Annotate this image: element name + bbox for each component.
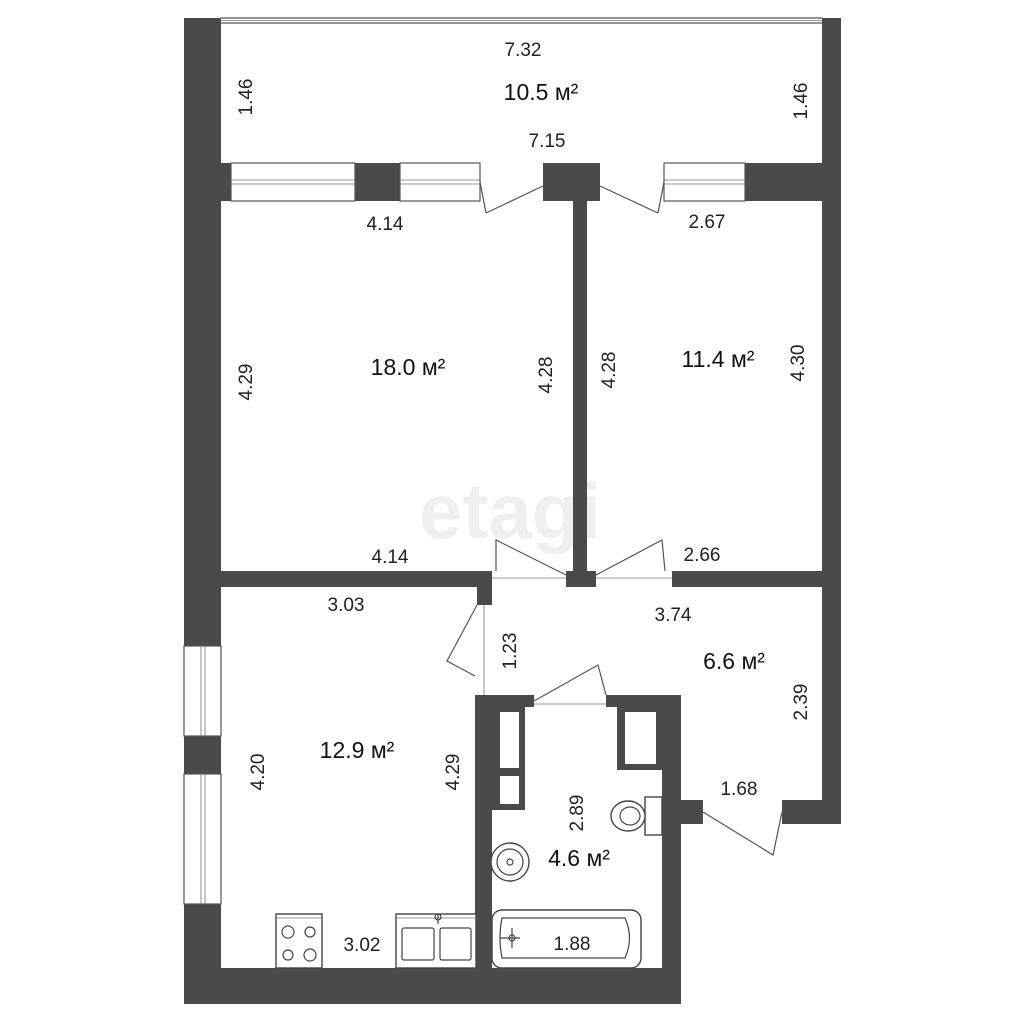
dim-balcony-left: 1.46 xyxy=(236,79,257,116)
watermark-logo: etagi xyxy=(419,467,601,555)
window-kitchen-upper xyxy=(183,645,222,737)
room-areas: 10.5 м² 18.0 м² 11.4 м² 12.9 м² 6.6 м² 4… xyxy=(320,79,766,871)
dim-kitchen-bottom: 3.02 xyxy=(344,935,381,956)
wall-balcony-left-stub xyxy=(221,163,231,201)
wall-left-pier xyxy=(184,736,221,774)
windows xyxy=(183,162,746,905)
area-bathroom: 4.6 м² xyxy=(548,845,610,871)
wall-bath-top-right xyxy=(606,695,662,707)
dim-hall-top: 3.74 xyxy=(655,605,692,626)
dim-small-bottom: 2.66 xyxy=(684,545,721,566)
kitchen-sink-icon xyxy=(395,913,477,969)
door-balcony-small xyxy=(599,185,659,214)
door-entrance xyxy=(702,811,783,856)
dim-big-right: 4.28 xyxy=(536,357,557,394)
walls xyxy=(184,18,841,1004)
wall-room-partition xyxy=(573,201,587,571)
dimensions: 7.32 1.46 1.46 7.15 4.14 4.29 4.28 4.14 … xyxy=(236,40,812,956)
dim-small-left: 4.28 xyxy=(599,352,620,389)
duct-void-1 xyxy=(500,712,519,768)
window-big-room-right xyxy=(399,162,481,202)
stove-icon xyxy=(275,913,323,969)
area-hall: 6.6 м² xyxy=(703,648,765,674)
dim-hall-bottom: 1.68 xyxy=(721,779,758,800)
dim-hall-left: 1.23 xyxy=(500,633,521,670)
stove xyxy=(275,913,323,969)
area-kitchen: 12.9 м² xyxy=(320,737,395,763)
wall-bath-top-left xyxy=(492,695,534,707)
doors xyxy=(446,181,783,856)
wall-right-upper xyxy=(822,18,841,805)
dim-bath-tub: 1.88 xyxy=(554,934,591,955)
dim-kitchen-left: 4.20 xyxy=(248,754,269,791)
balcony-railing xyxy=(221,17,822,24)
duct-void-2 xyxy=(500,776,519,804)
dim-balcony-right: 1.46 xyxy=(791,83,812,120)
wall-balcony-pier-1 xyxy=(355,163,400,201)
dim-big-left: 4.29 xyxy=(236,364,257,401)
door-kitchen xyxy=(446,604,478,677)
window-small-room xyxy=(663,162,746,202)
dim-kitchen-top: 3.03 xyxy=(328,595,365,616)
toilet-tank xyxy=(644,796,663,836)
area-big-room: 18.0 м² xyxy=(371,354,446,380)
window-kitchen-lower xyxy=(183,773,222,905)
dim-small-right: 4.30 xyxy=(788,345,809,382)
door-big-room xyxy=(495,539,567,576)
dim-big-top: 4.14 xyxy=(367,214,404,235)
dim-balcony-bottom: 7.15 xyxy=(529,131,566,152)
wall-mid-right xyxy=(672,571,822,587)
dim-bath-side: 2.89 xyxy=(567,795,588,832)
area-small-room: 11.4 м² xyxy=(682,346,755,372)
wall-left-upper xyxy=(184,18,221,646)
dim-kitchen-right: 4.29 xyxy=(443,754,464,791)
washbasin xyxy=(490,842,530,882)
door-bathroom xyxy=(533,664,607,702)
dim-small-top: 2.67 xyxy=(689,212,726,233)
duct-void-3 xyxy=(625,712,656,764)
wall-kitchen-bath xyxy=(475,695,492,968)
wall-right-step xyxy=(782,800,841,824)
wall-door-jamb xyxy=(681,800,703,824)
dim-hall-right: 2.39 xyxy=(791,684,812,721)
toilet xyxy=(610,796,663,836)
bathtub xyxy=(491,909,642,969)
kitchen-sink xyxy=(395,913,477,969)
door-balcony-big xyxy=(485,185,544,214)
dim-big-bottom: 4.14 xyxy=(372,547,409,568)
wall-bottom xyxy=(184,968,681,1004)
wall-mid-left xyxy=(221,571,492,587)
bathtub-icon xyxy=(491,909,642,969)
wall-balcony-pier-2 xyxy=(543,163,600,201)
dim-balcony-top: 7.32 xyxy=(505,40,542,61)
wall-bath-right xyxy=(662,695,681,1004)
window-big-room-left xyxy=(230,162,356,202)
wall-mid-pier xyxy=(566,571,596,587)
wall-balcony-right-stub xyxy=(745,163,822,201)
door-small-room xyxy=(595,539,666,576)
area-balcony: 10.5 м² xyxy=(504,79,579,105)
wall-kitchen-jamb xyxy=(477,587,492,605)
